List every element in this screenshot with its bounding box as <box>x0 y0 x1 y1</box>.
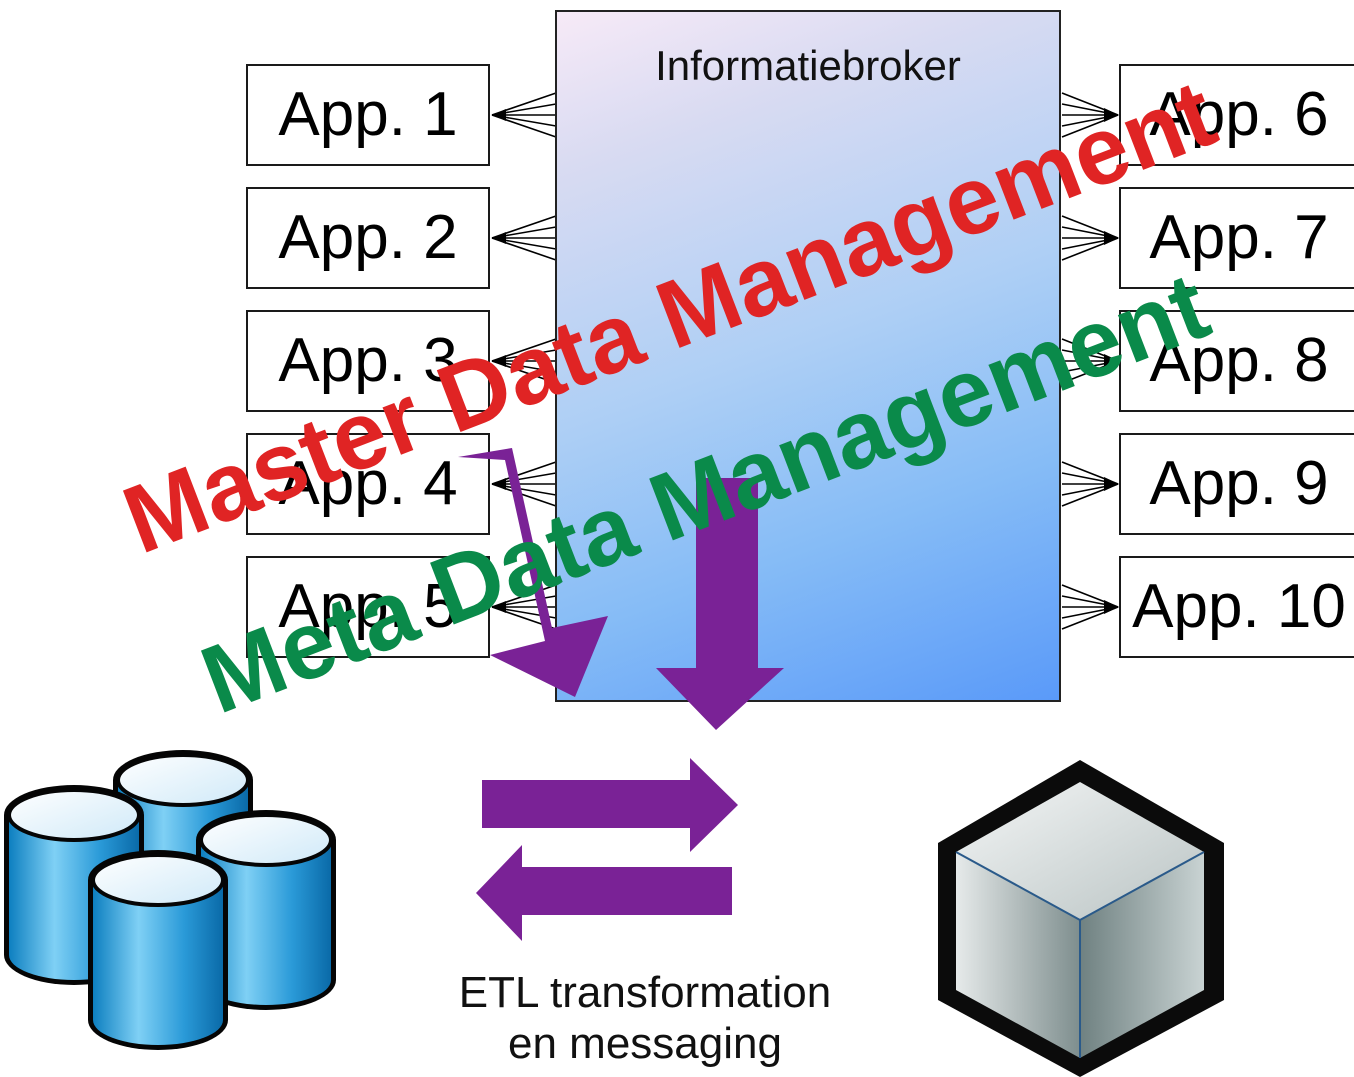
app-box-4: App. 4 <box>246 433 490 535</box>
vertical-down-arrow <box>656 478 784 730</box>
left-arrow <box>476 845 732 941</box>
etl-label-line-2: en messaging <box>508 1018 782 1068</box>
connector-arrowhead <box>1104 231 1119 245</box>
connector-arrowhead <box>492 109 506 121</box>
app-box-7: App. 7 <box>1119 187 1354 289</box>
connector-arrowhead <box>1104 477 1119 491</box>
app-box-8: App. 8 <box>1119 310 1354 412</box>
app-box-6: App. 6 <box>1119 64 1354 166</box>
connector-arrowhead <box>1104 600 1119 614</box>
database-cylinder <box>196 810 336 1010</box>
right-arrow <box>482 758 738 852</box>
app-box-1: App. 1 <box>246 64 490 166</box>
connector-arrowhead <box>1104 354 1119 368</box>
app-box-3: App. 3 <box>246 310 490 412</box>
app-box-9: App. 9 <box>1119 433 1354 535</box>
connector-arrowhead <box>492 355 506 367</box>
connector-arrowhead <box>492 478 506 490</box>
app-box-2: App. 2 <box>246 187 490 289</box>
connector-arrowhead <box>492 232 506 244</box>
connector-arrowhead <box>492 601 506 613</box>
database-cylinder <box>88 850 228 1050</box>
diagonal-down-arrow <box>458 448 608 697</box>
app-box-10: App. 10 <box>1119 556 1354 658</box>
etl-label: ETL transformation en messaging <box>410 968 880 1069</box>
broker-title: Informatiebroker <box>655 42 961 89</box>
app-box-5: App. 5 <box>246 556 490 658</box>
connector-arrowhead <box>1104 108 1119 122</box>
informatiebroker-box: Informatiebroker <box>555 10 1061 702</box>
etl-label-line-1: ETL transformation <box>458 968 832 1017</box>
